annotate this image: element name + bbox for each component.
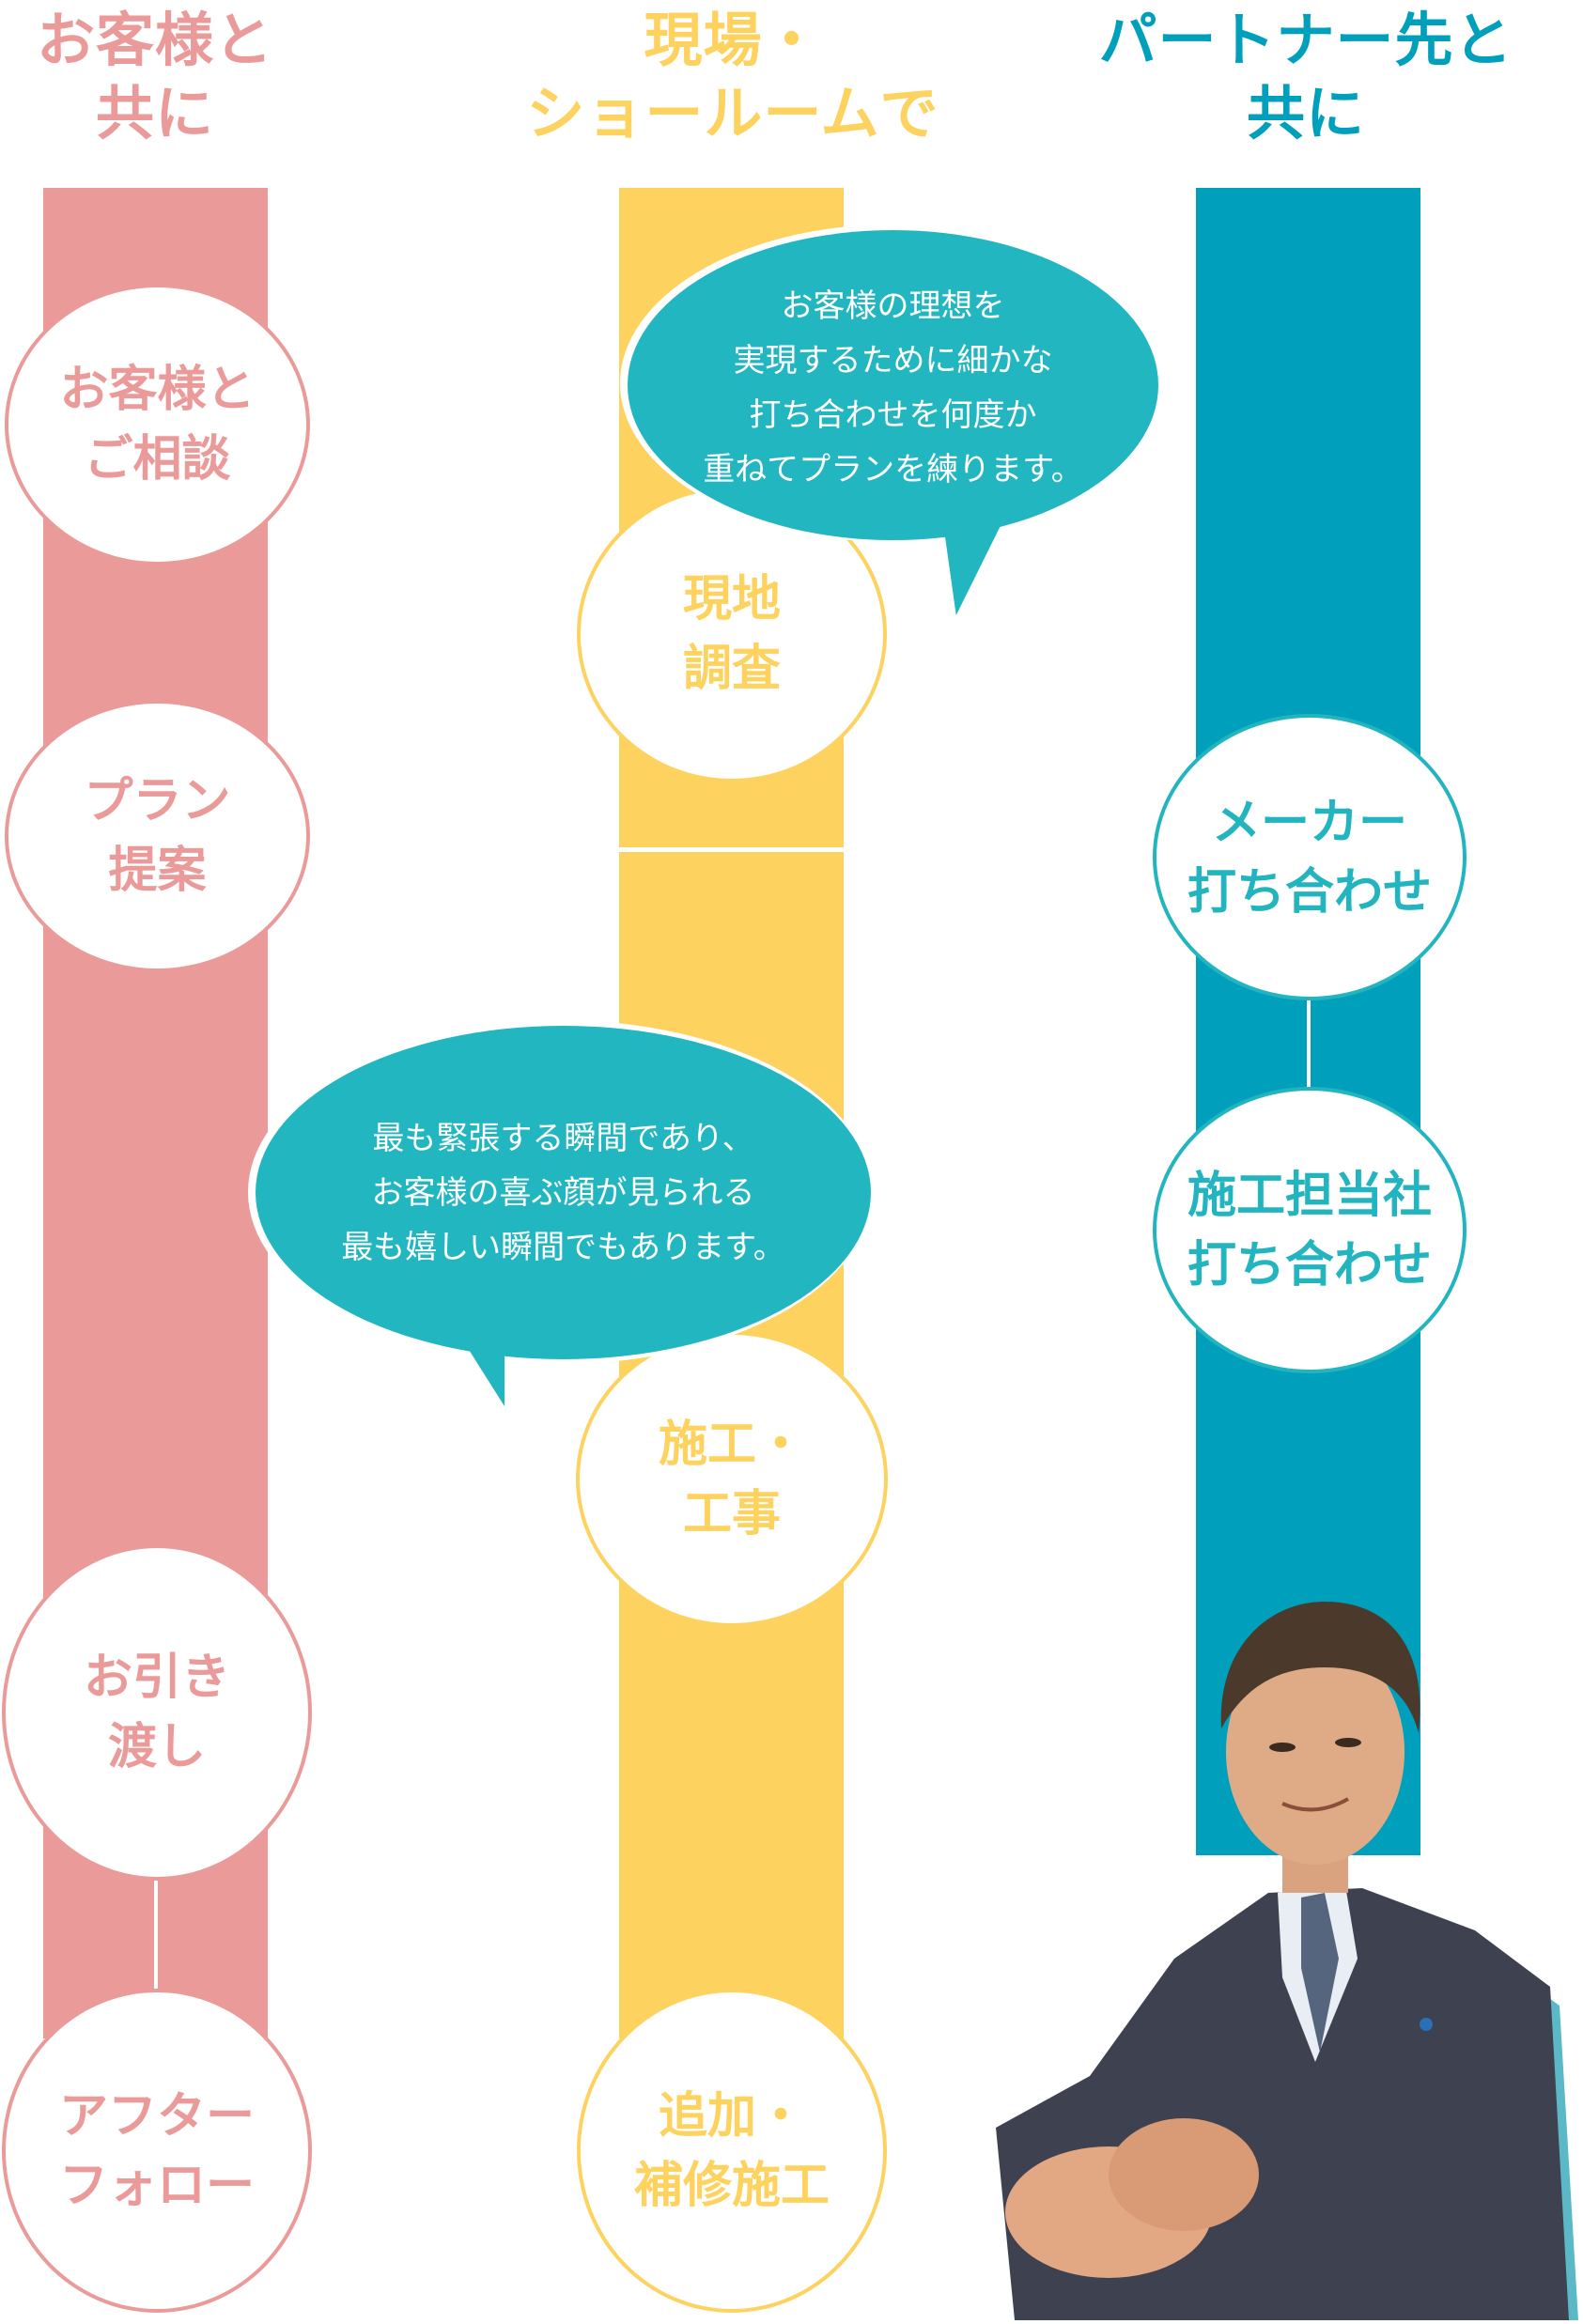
- step-label: アフター: [58, 2087, 255, 2145]
- heading-line: 共に: [95, 79, 214, 147]
- heading-line: パートナー先と: [1098, 6, 1513, 74]
- step-label: 追加・: [658, 2087, 805, 2145]
- bubble-text-line: お客様の喜ぶ顔が見られる: [371, 1173, 755, 1212]
- step-label: お客様と: [59, 362, 256, 418]
- step-plan-proposal: プラン 提案: [5, 700, 310, 972]
- staff-photo: [968, 1564, 1583, 2320]
- column-heading-site: 現場・ ショールームで: [479, 4, 986, 150]
- bubble-text-line: 最も緊張する瞬間であり、: [372, 1119, 754, 1157]
- bubble-text-line: 重ねてプランを練ります。: [703, 451, 1083, 488]
- connector-line: [1307, 1000, 1311, 1104]
- heading-line: お客様と: [36, 6, 273, 74]
- step-label: 打ち合わせ: [1187, 1236, 1432, 1294]
- bubble-text-line: 実現するために細かな: [733, 342, 1053, 380]
- bubble-text-line: お客様の理想を: [781, 287, 1005, 325]
- step-label: メーカー: [1211, 794, 1407, 851]
- bubble-text-line: 最も嬉しい瞬間でもあります。: [341, 1228, 785, 1266]
- heading-line: ショールームで: [526, 79, 939, 147]
- heading-line: 現場・: [644, 6, 822, 74]
- connector-line: [154, 1869, 158, 1991]
- heading-line: 共に: [1246, 79, 1365, 147]
- step-label: 現地: [682, 571, 781, 627]
- step-label: 提案: [108, 843, 207, 899]
- bar-divider: [619, 847, 845, 852]
- step-contractor-meeting: 施工担当社 打ち合わせ: [1153, 1087, 1467, 1373]
- step-label: お引き: [83, 1650, 230, 1706]
- step-label: 施工担当社: [1187, 1167, 1432, 1224]
- step-label: 工事: [682, 1485, 781, 1542]
- step-additional-repair: 追加・ 補修施工: [577, 1989, 887, 2313]
- step-label: プラン: [84, 773, 231, 829]
- speech-bubble-construction: 最も緊張する瞬間であり、 お客様の喜ぶ顔が見られる 最も嬉しい瞬間でもあります。: [248, 1020, 876, 1406]
- step-label: ご相談: [84, 431, 231, 488]
- step-label: 調査: [682, 641, 781, 697]
- step-label: 補修施工: [633, 2157, 830, 2214]
- bubble-text-line: 打ち合わせを何度か: [749, 396, 1037, 434]
- step-maker-meeting: メーカー 打ち合わせ: [1153, 714, 1467, 1000]
- person-illustration: [996, 1602, 1578, 2320]
- step-label: 施工・: [658, 1416, 805, 1473]
- step-after-follow: アフター フォロー: [2, 1989, 312, 2313]
- step-handover: お引き 渡し: [2, 1544, 312, 1881]
- column-heading-customer: お客様と 共に: [0, 4, 310, 150]
- step-label: フォロー: [58, 2157, 255, 2214]
- step-customer-consultation: お客様と ご相談: [5, 284, 310, 566]
- speech-bubble-planning: お客様の理想を 実現するために細かな 打ち合わせを何度か 重ねてプランを練ります…: [620, 225, 1163, 615]
- step-label: 渡し: [107, 1719, 206, 1775]
- step-label: 打ち合わせ: [1187, 863, 1432, 921]
- column-heading-partner: パートナー先と 共に: [1052, 4, 1560, 150]
